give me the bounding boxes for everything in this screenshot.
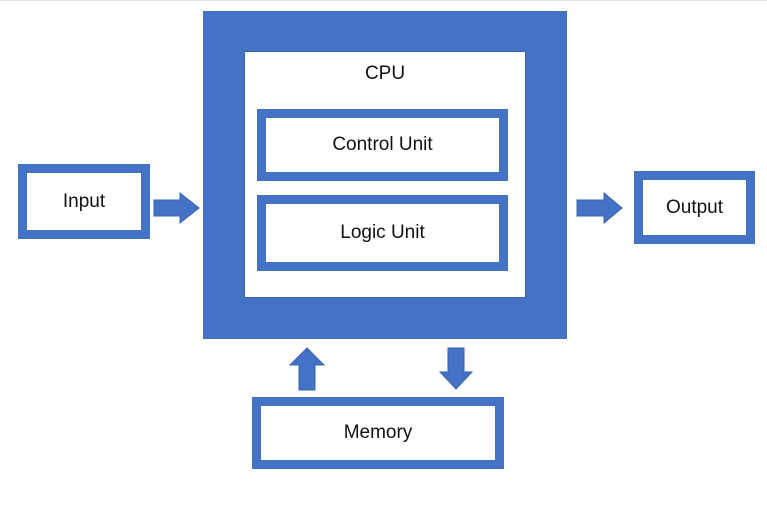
input-box: Input <box>18 164 150 239</box>
control-unit-label: Control Unit <box>332 134 433 155</box>
output-label: Output <box>665 196 724 218</box>
logic-unit-label: Logic Unit <box>340 222 425 243</box>
arrow-input-to-cpu <box>153 191 200 225</box>
arrow-cpu-to-output <box>576 191 623 225</box>
memory-box: Memory <box>252 397 504 469</box>
memory-label: Memory <box>343 422 413 443</box>
input-label: Input <box>62 190 106 212</box>
top-rule <box>0 0 767 1</box>
output-box: Output <box>634 171 755 244</box>
logic-unit-box: Logic Unit <box>257 195 508 271</box>
arrow-cpu-to-memory <box>438 347 474 390</box>
cpu-label: CPU <box>364 63 406 84</box>
control-unit-box: Control Unit <box>257 109 508 181</box>
arrow-memory-to-cpu <box>288 347 326 391</box>
